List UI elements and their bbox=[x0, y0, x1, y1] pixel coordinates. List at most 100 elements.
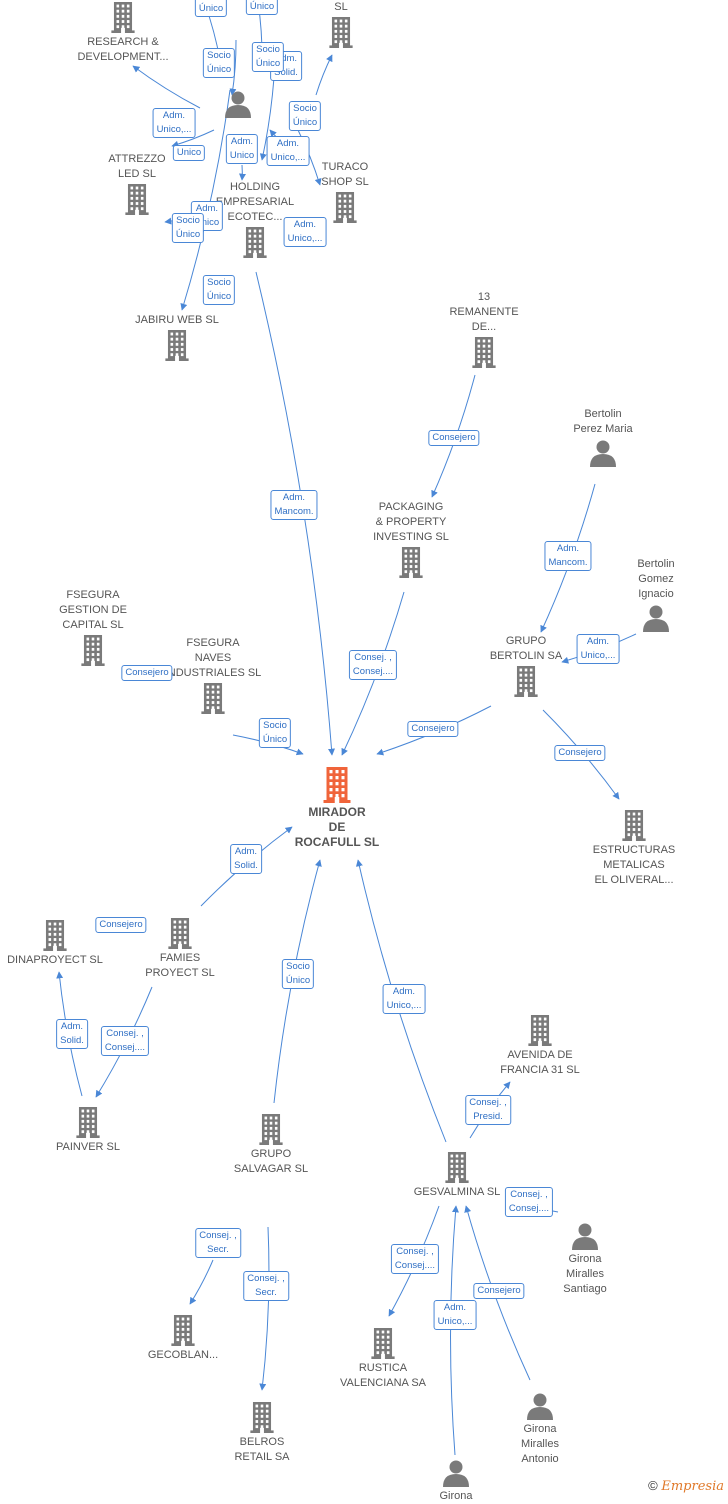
edge-label[interactable]: Socio Único bbox=[172, 213, 204, 243]
main-company-node[interactable]: MIRADOR DE ROCAFULL SL bbox=[272, 765, 402, 850]
brand-logo[interactable]: Empresia bbox=[661, 1479, 724, 1494]
edge-line bbox=[262, 1227, 269, 1390]
node-label: JABIRU WEB SL bbox=[112, 313, 242, 328]
company-node[interactable]: AVENIDA DE FRANCIA 31 SL bbox=[475, 1013, 605, 1078]
edge-label[interactable]: Socio Único bbox=[259, 718, 291, 748]
edge-label[interactable]: Socio Único bbox=[203, 48, 235, 78]
company-node[interactable]: 13 REMANENTE DE... bbox=[419, 290, 549, 370]
edge-label[interactable]: Adm. Unico,... bbox=[434, 1300, 477, 1330]
building-icon bbox=[621, 810, 647, 841]
edge-label[interactable]: Adm. Unico,... bbox=[577, 634, 620, 664]
person-node[interactable]: Girona Miralles Santiago bbox=[520, 1220, 650, 1297]
building-icon bbox=[258, 1114, 284, 1145]
building-icon bbox=[471, 337, 497, 368]
company-node[interactable]: PAINVER SL bbox=[23, 1105, 153, 1155]
person-icon bbox=[589, 439, 617, 467]
company-node[interactable]: GRUPO SALVAGAR SL bbox=[206, 1112, 336, 1177]
person-node[interactable]: Girona Miralles Antonio bbox=[475, 1390, 605, 1467]
edge-label[interactable]: Consejero bbox=[407, 721, 458, 737]
edge-label[interactable]: Consejero bbox=[121, 665, 172, 681]
edge-label[interactable]: Consej. , Consej.... bbox=[505, 1187, 553, 1217]
building-icon bbox=[80, 635, 106, 666]
node-label: GESVALMINA SL bbox=[392, 1185, 522, 1200]
building-icon bbox=[513, 666, 539, 697]
company-node[interactable]: BELROS RETAIL SA bbox=[197, 1400, 327, 1465]
edge-label[interactable]: Consejero bbox=[95, 917, 146, 933]
company-node[interactable]: GRUPO BERTOLIN SA bbox=[461, 634, 591, 699]
node-label: PAINVER SL bbox=[23, 1140, 153, 1155]
node-label: GRUPO SALVAGAR SL bbox=[206, 1147, 336, 1177]
edge-label[interactable]: Adm. Unico,... bbox=[284, 217, 327, 247]
edge-label[interactable]: Consej. , Consej.... bbox=[391, 1244, 439, 1274]
edge-label[interactable]: Consej. , Consej.... bbox=[349, 650, 397, 680]
node-label: BELROS RETAIL SA bbox=[197, 1435, 327, 1465]
edge-label[interactable]: Adm. Solid. bbox=[56, 1019, 88, 1049]
building-icon bbox=[444, 1152, 470, 1183]
company-node[interactable]: GESVALMINA SL bbox=[392, 1150, 522, 1200]
edge-label[interactable]: Socio Único bbox=[195, 0, 227, 17]
edge-label[interactable]: Socio Único bbox=[289, 101, 321, 131]
company-node[interactable]: SL bbox=[276, 0, 406, 50]
building-icon bbox=[242, 227, 268, 258]
node-label: Bertolin Gomez Ignacio bbox=[591, 557, 721, 602]
company-node[interactable]: ESTRUCTURAS METALICAS EL OLIVERAL... bbox=[569, 808, 699, 888]
node-label: FAMIES PROYECT SL bbox=[115, 951, 245, 981]
edge-label[interactable]: Socio Único bbox=[246, 0, 278, 15]
building-icon bbox=[170, 1315, 196, 1346]
edge-label[interactable]: Consejero bbox=[554, 745, 605, 761]
node-label: DINAPROYECT SL bbox=[0, 953, 120, 968]
edge-line bbox=[190, 1260, 213, 1304]
edge-label[interactable]: Consej. , Secr. bbox=[195, 1228, 241, 1258]
company-node[interactable]: ATTREZZO LED SL bbox=[72, 152, 202, 217]
edge-label[interactable]: Adm. Mancom. bbox=[270, 490, 317, 520]
building-icon bbox=[75, 1107, 101, 1138]
edge-label[interactable]: Socio Único bbox=[252, 42, 284, 72]
person-node[interactable]: Girona bbox=[391, 1457, 521, 1504]
company-node[interactable]: RUSTICA VALENCIANA SA bbox=[318, 1326, 448, 1391]
building-icon bbox=[200, 683, 226, 714]
edge-label[interactable]: Consej. , Consej.... bbox=[101, 1026, 149, 1056]
edge-label[interactable]: Consejero bbox=[473, 1283, 524, 1299]
company-node[interactable]: JABIRU WEB SL bbox=[112, 313, 242, 363]
node-label: SL bbox=[276, 0, 406, 15]
node-label: RUSTICA VALENCIANA SA bbox=[318, 1361, 448, 1391]
edge-label[interactable]: Adm. Solid. bbox=[230, 844, 262, 874]
edge-label[interactable]: Unico bbox=[173, 145, 205, 161]
person-node[interactable]: Bertolin Perez Maria bbox=[538, 407, 668, 469]
edge-label[interactable]: Consej. , Presid. bbox=[465, 1095, 511, 1125]
company-node[interactable]: GECOBLAN... bbox=[118, 1313, 248, 1363]
building-icon bbox=[110, 2, 136, 33]
edge-label[interactable]: Socio Único bbox=[282, 959, 314, 989]
company-node[interactable]: PACKAGING & PROPERTY INVESTING SL bbox=[346, 500, 476, 580]
node-label: FSEGURA GESTION DE CAPITAL SL bbox=[28, 588, 158, 633]
person-icon bbox=[224, 90, 252, 118]
edge-label[interactable]: Adm. Unico,... bbox=[383, 984, 426, 1014]
company-node[interactable]: FSEGURA GESTION DE CAPITAL SL bbox=[28, 588, 158, 668]
node-label: RESEARCH & DEVELOPMENT... bbox=[58, 35, 188, 65]
node-label: GRUPO BERTOLIN SA bbox=[461, 634, 591, 664]
edge-label[interactable]: Consejero bbox=[428, 430, 479, 446]
building-icon bbox=[124, 184, 150, 215]
building-icon bbox=[398, 547, 424, 578]
copyright-symbol: © bbox=[648, 1478, 658, 1493]
building-icon bbox=[164, 330, 190, 361]
copyright-notice: © Empresia bbox=[648, 1478, 724, 1494]
node-label: Girona Miralles Santiago bbox=[520, 1252, 650, 1297]
edge-label[interactable]: Consej. , Secr. bbox=[243, 1271, 289, 1301]
edge-label[interactable]: Adm. Mancom. bbox=[544, 541, 591, 571]
building-icon bbox=[527, 1015, 553, 1046]
building-icon bbox=[332, 192, 358, 223]
person-node[interactable]: Bertolin Gomez Ignacio bbox=[591, 557, 721, 634]
node-label: AVENIDA DE FRANCIA 31 SL bbox=[475, 1048, 605, 1078]
node-label: PACKAGING & PROPERTY INVESTING SL bbox=[346, 500, 476, 545]
company-node[interactable]: RESEARCH & DEVELOPMENT... bbox=[58, 0, 188, 65]
edge-label[interactable]: Adm. Unico bbox=[226, 134, 258, 164]
node-label: ESTRUCTURAS METALICAS EL OLIVERAL... bbox=[569, 843, 699, 888]
building-icon bbox=[167, 918, 193, 949]
person-icon bbox=[526, 1392, 554, 1420]
edge-label[interactable]: Adm. Unico,... bbox=[153, 108, 196, 138]
node-label: GECOBLAN... bbox=[118, 1348, 248, 1363]
edge-label[interactable]: Adm. Unico,... bbox=[267, 136, 310, 166]
edge-label[interactable]: Socio Único bbox=[203, 275, 235, 305]
building-icon bbox=[322, 767, 352, 803]
